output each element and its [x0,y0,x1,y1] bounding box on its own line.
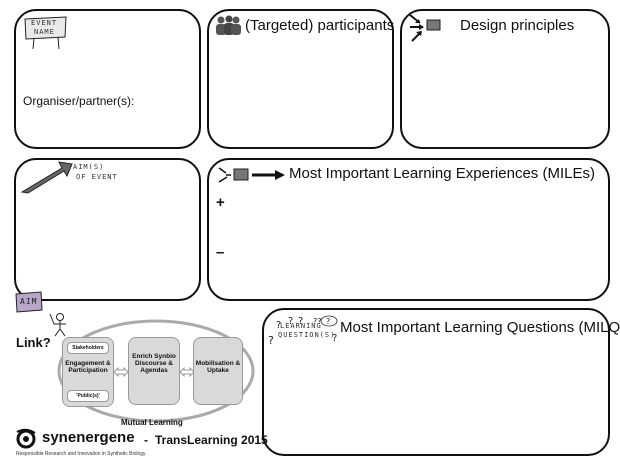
question-marks-icon: ? ? ? ? ?? ? ? [268,315,338,347]
mile-arrow-icon [218,167,285,183]
svg-text:?: ? [288,316,293,327]
stakeholders-box: Stakeholders [67,342,109,354]
svg-text:?: ? [326,317,330,326]
synenergene-logo-icon [16,428,36,449]
aim-card: AIM(S) OF EVENT [14,158,201,301]
event-sign-line2: NAME [34,28,55,36]
aim-sign-label: AIM [20,297,38,306]
brand-name: synenergene [42,429,135,446]
design-card: Design principles [400,9,610,149]
mobilisation-label: Mobilisation & Uptake [195,360,241,374]
footer-dash: - [144,433,148,447]
aim-arrow-icon [20,161,73,194]
people-icon [216,15,241,35]
svg-text:??: ?? [313,317,322,326]
mile-card: Most Important Learning Experiences (MIL… [207,158,610,301]
enrich-box: Enrich Synbio Discourse & Agendas [128,337,180,405]
organiser-card: EVENT NAME Organiser/partner(s): [14,9,201,149]
svg-text:?: ? [298,316,303,327]
event-name: TransLearning 2015 [155,433,268,447]
publics-box: 'Public(s)' [67,390,109,402]
link-label: Link? [16,335,51,350]
event-name-sign-icon [24,16,67,50]
mile-plus: + [216,194,225,211]
aim-sign-icon [15,291,43,313]
svg-text:?: ? [332,333,337,344]
participants-title: (Targeted) participants [245,17,395,34]
organiser-label: Organiser/partner(s): [23,94,135,108]
aim-line2: OF EVENT [76,173,118,181]
engagement-label: Engagement & Participation [65,360,111,374]
svg-text:?: ? [268,334,274,347]
brand-tagline: Responsible Research and Innovation in S… [16,451,146,457]
double-arrow-icon [113,366,129,378]
mile-minus: – [216,244,225,261]
engagement-box: Stakeholders Engagement & Participation … [62,337,114,407]
mutual-learning-label: Mutual Learning [121,418,183,427]
arrows-to-screen-icon [409,14,441,42]
svg-text:?: ? [276,320,281,331]
participants-card: (Targeted) participants [207,9,394,149]
design-title: Design principles [460,17,575,34]
mobilisation-box: Mobilisation & Uptake [193,337,243,405]
aim-line1: AIM(S) [73,163,105,171]
stick-figure-icon [49,313,66,337]
mile-title: Most Important Learning Experiences (MIL… [289,165,595,182]
milq-scribble-line1: LEARNING [280,322,322,330]
milq-card: ? ? ? ? ?? ? ? LEARNING QUESTION(S) Most… [262,308,620,456]
enrich-label: Enrich Synbio Discourse & Agendas [132,353,176,374]
double-arrow-icon [179,366,195,378]
mutual-learning-loop [57,319,255,423]
event-sign-line1: EVENT [31,19,58,27]
milq-title: Most Important Learning Questions (MILQs… [340,319,620,336]
milq-scribble-line2: QUESTION(S) [278,331,336,339]
